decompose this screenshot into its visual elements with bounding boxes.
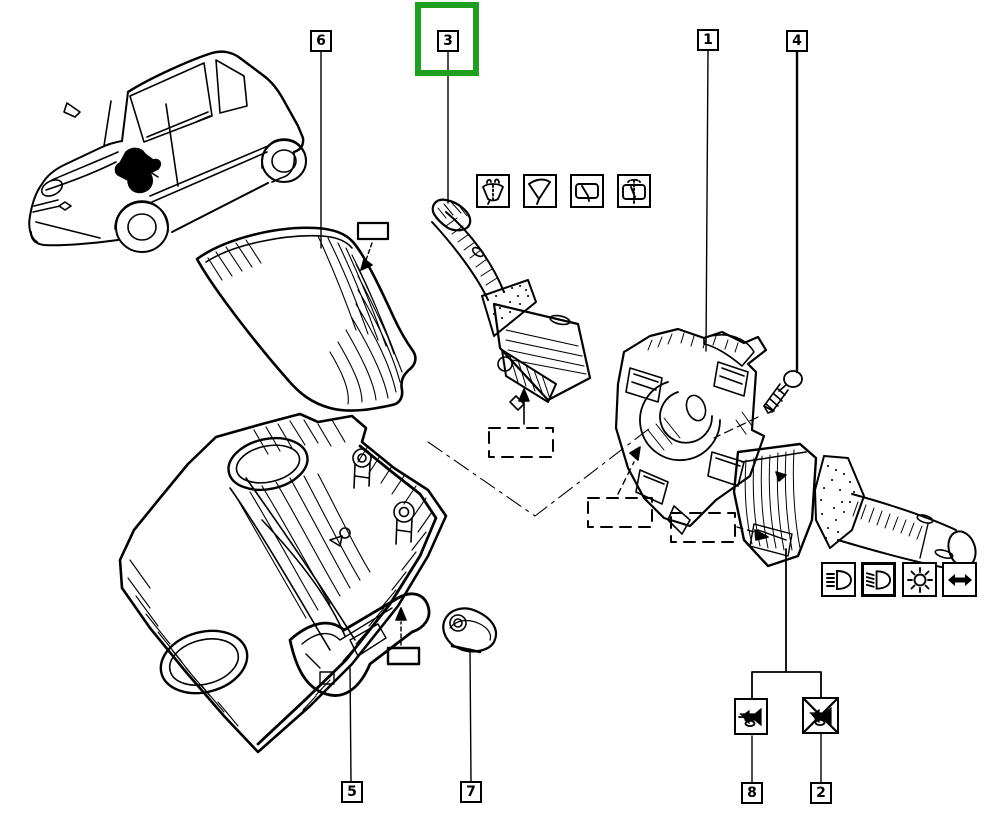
car-illustration[interactable] <box>28 50 307 253</box>
callout-8[interactable]: 8 <box>741 782 763 804</box>
assembly-arrow <box>617 446 641 495</box>
rear-wiper-icon <box>570 174 604 208</box>
callout-1[interactable]: 1 <box>697 29 719 51</box>
dipped-beam-icon <box>861 562 896 597</box>
callout-6[interactable]: 6 <box>310 30 332 52</box>
renault-logo <box>58 201 72 211</box>
wiper-stalk-connector-arrow <box>518 388 530 425</box>
stalk-arrow <box>736 526 769 541</box>
lighting-switch-stalk[interactable] <box>732 442 980 570</box>
screw-part-4[interactable] <box>713 370 803 439</box>
callout-6-label: 6 <box>316 33 326 49</box>
callout-4-label: 4 <box>792 33 802 49</box>
callout-2[interactable]: 2 <box>810 782 832 804</box>
connector-placeholder-boxes <box>488 427 736 543</box>
callout-3-label: 3 <box>443 33 453 49</box>
windscreen-wiper-icon <box>523 174 557 208</box>
leader-lines <box>320 50 822 783</box>
windscreen-washer-icon <box>476 174 510 208</box>
lower-column-cowl-part-5[interactable] <box>118 412 448 754</box>
callout-8-label: 8 <box>747 785 757 801</box>
callout-4[interactable]: 4 <box>786 30 808 52</box>
turn-indicators-icon <box>942 562 977 597</box>
callout-1-label: 1 <box>703 32 713 48</box>
steering-column-location-blob <box>114 147 161 194</box>
adjuster-switch-part-7[interactable] <box>442 607 498 654</box>
rear-washer-icon <box>617 174 651 208</box>
callout-5[interactable]: 5 <box>341 781 363 803</box>
lower-cowl-clip[interactable] <box>386 607 421 666</box>
callout-5-label: 5 <box>347 784 357 800</box>
upper-cowl-clip[interactable] <box>356 221 390 271</box>
clip-arrow <box>360 258 373 271</box>
side-mirror <box>63 102 81 118</box>
highlight-frame <box>415 2 479 76</box>
switch-mounting-body-part-1[interactable] <box>614 327 768 535</box>
horn-off-icon <box>802 697 839 734</box>
clip-arrow <box>395 607 407 621</box>
callout-7[interactable]: 7 <box>460 781 482 803</box>
callout-7-label: 7 <box>466 784 476 800</box>
screw-alignment-line <box>713 416 759 439</box>
callout-3[interactable]: 3 <box>437 30 459 52</box>
horn-icon <box>734 698 768 735</box>
callout-2-label: 2 <box>816 785 826 801</box>
upper-column-cowl-part-6[interactable] <box>195 226 417 412</box>
wiper-switch-stalk-part-3[interactable] <box>431 198 592 411</box>
side-lights-icon <box>902 562 937 597</box>
high-beam-icon <box>821 562 856 597</box>
exploded-view-alignment-line <box>427 427 651 517</box>
